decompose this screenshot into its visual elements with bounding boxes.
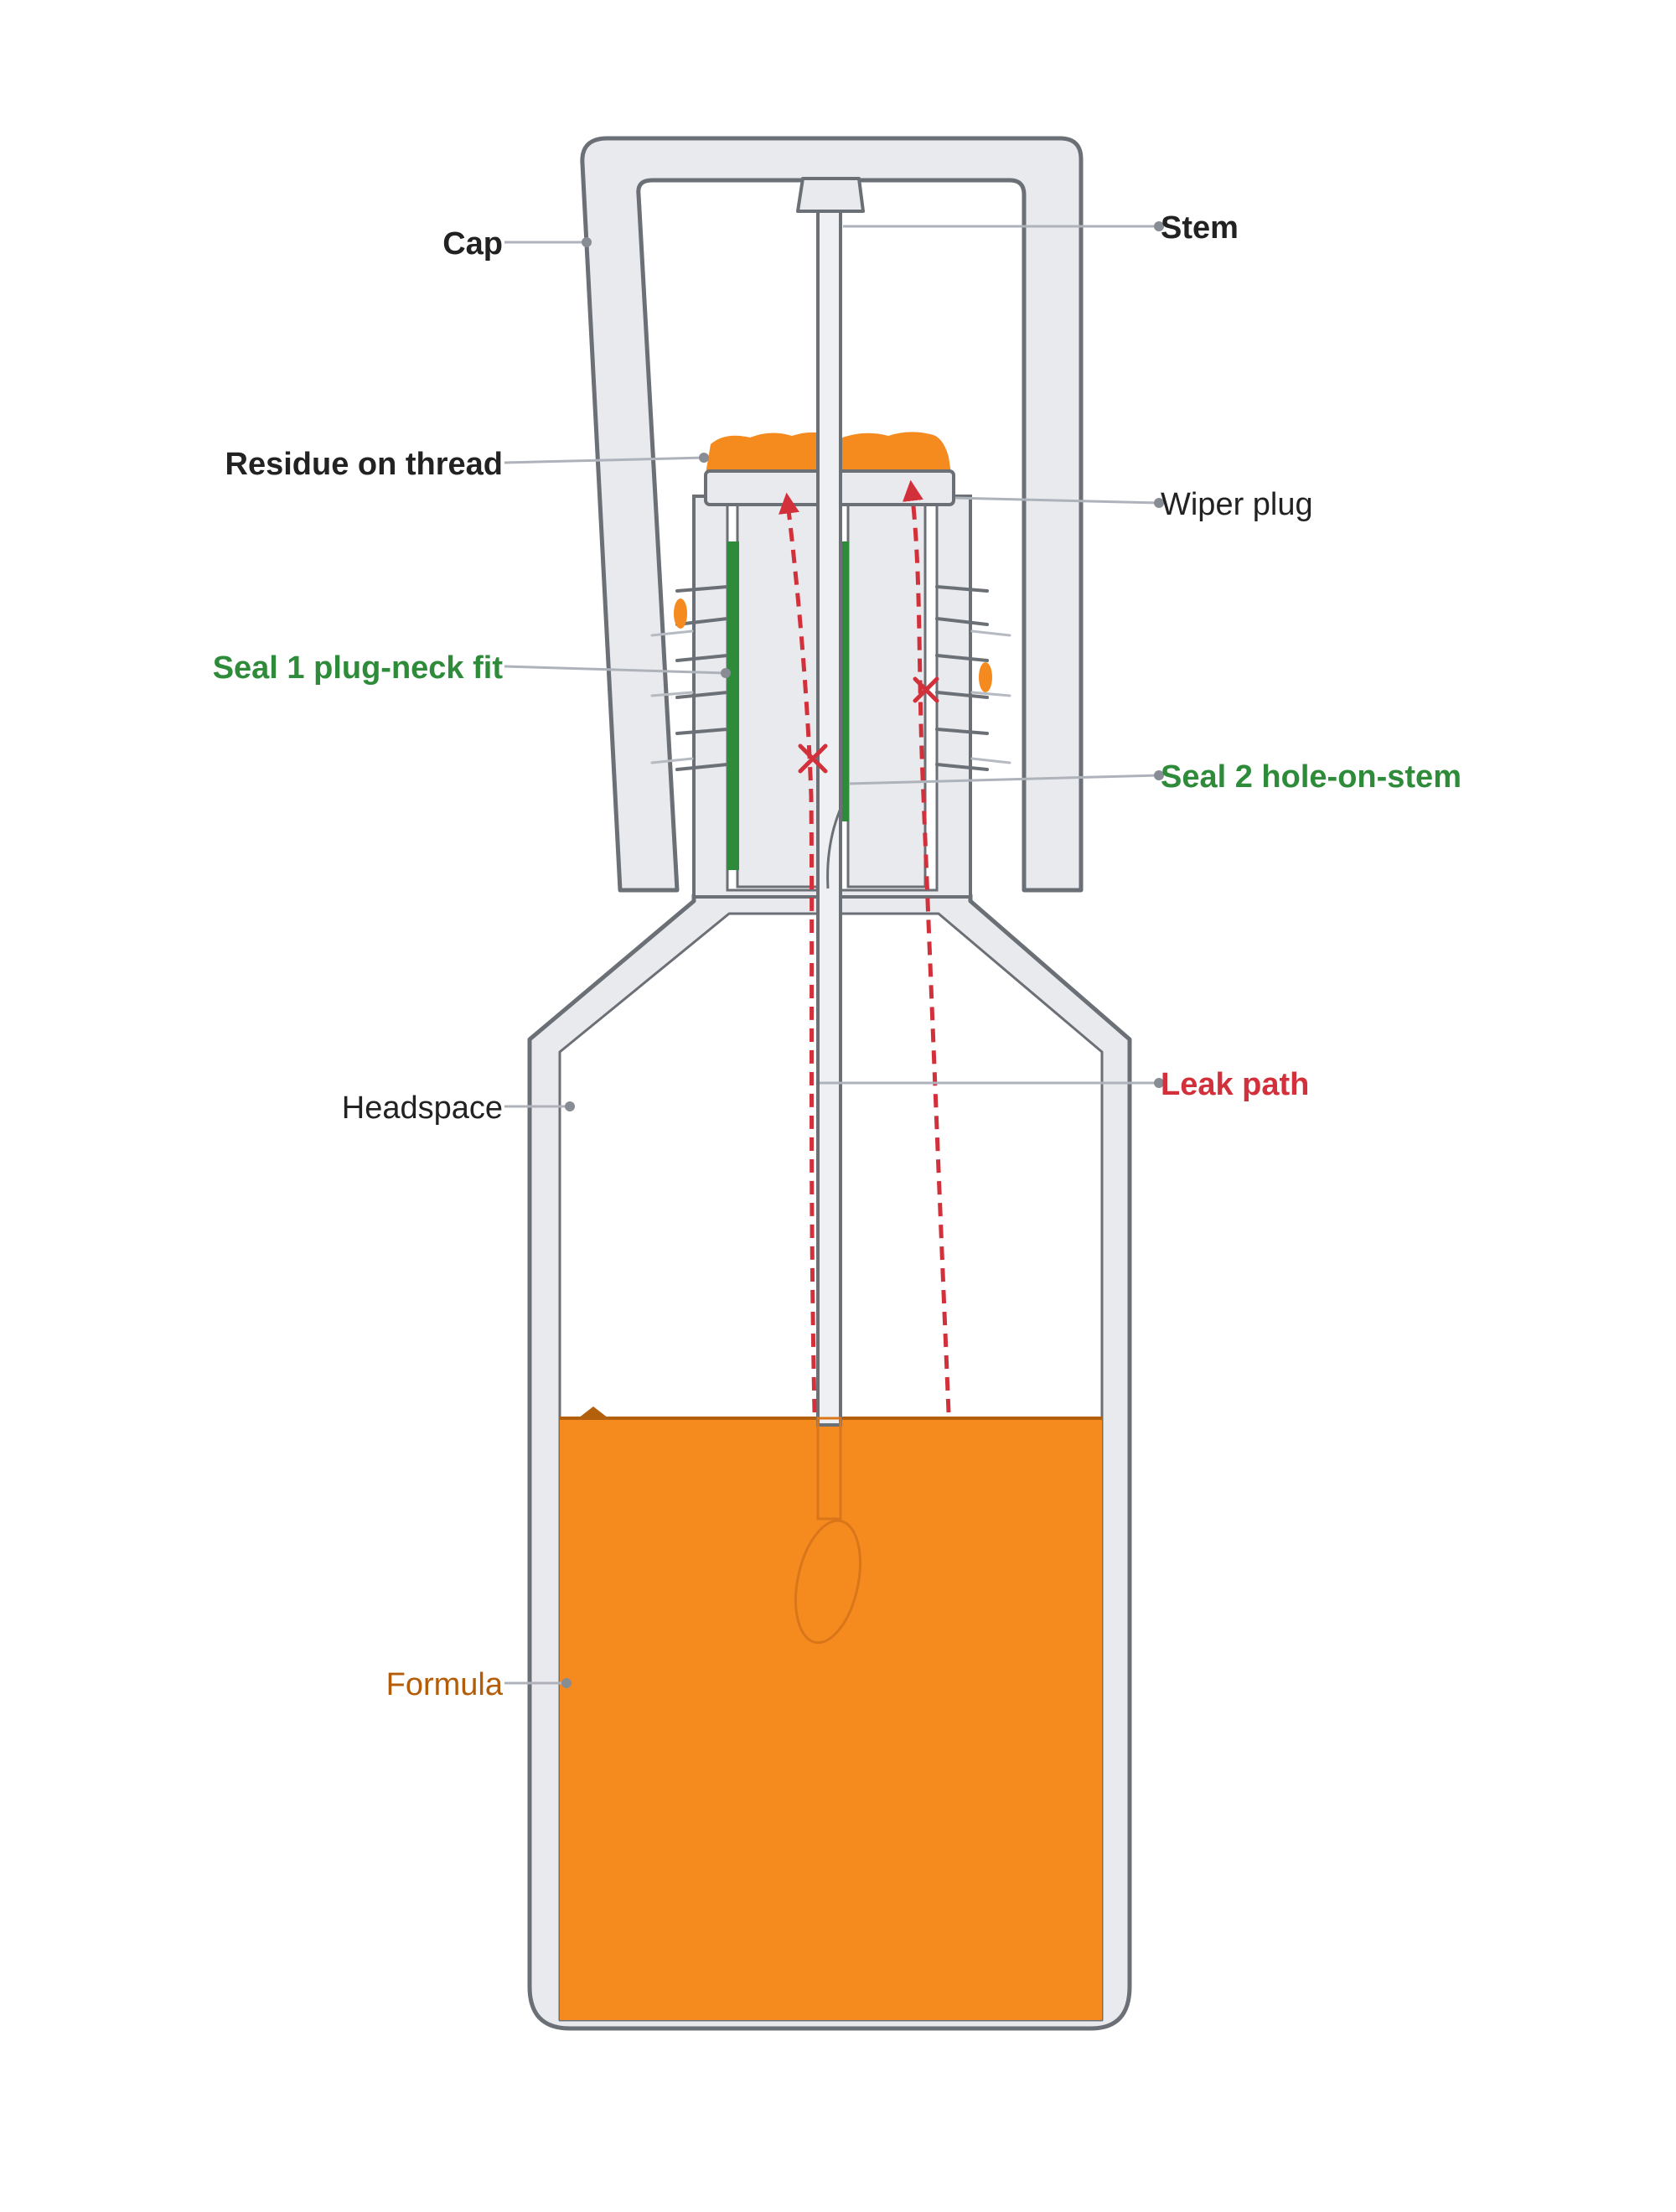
headspace-label: Headspace bbox=[342, 1090, 503, 1126]
stem-label: Stem bbox=[1161, 210, 1239, 246]
leak-paths bbox=[779, 479, 951, 1413]
cap bbox=[580, 136, 1084, 893]
formula-label: Formula bbox=[386, 1667, 504, 1702]
residue-label: Residue on thread bbox=[225, 447, 504, 482]
thread-droplets bbox=[674, 598, 992, 692]
seal-1 bbox=[727, 541, 739, 870]
seal-2-label: Seal 2 hole-on-stem bbox=[1161, 759, 1461, 795]
leak-path-label: Leak path bbox=[1161, 1067, 1309, 1102]
leader-lines bbox=[504, 221, 1164, 1688]
threads-faint bbox=[650, 629, 1011, 764]
blocked-marks bbox=[798, 676, 939, 774]
cap-label: Cap bbox=[442, 226, 503, 262]
stem bbox=[794, 177, 865, 1645]
seal-1-label: Seal 1 plug-neck fit bbox=[213, 650, 504, 686]
threads bbox=[675, 585, 989, 771]
formula-liquid bbox=[560, 1406, 1102, 2020]
wiper-plug-label: Wiper plug bbox=[1161, 487, 1313, 522]
